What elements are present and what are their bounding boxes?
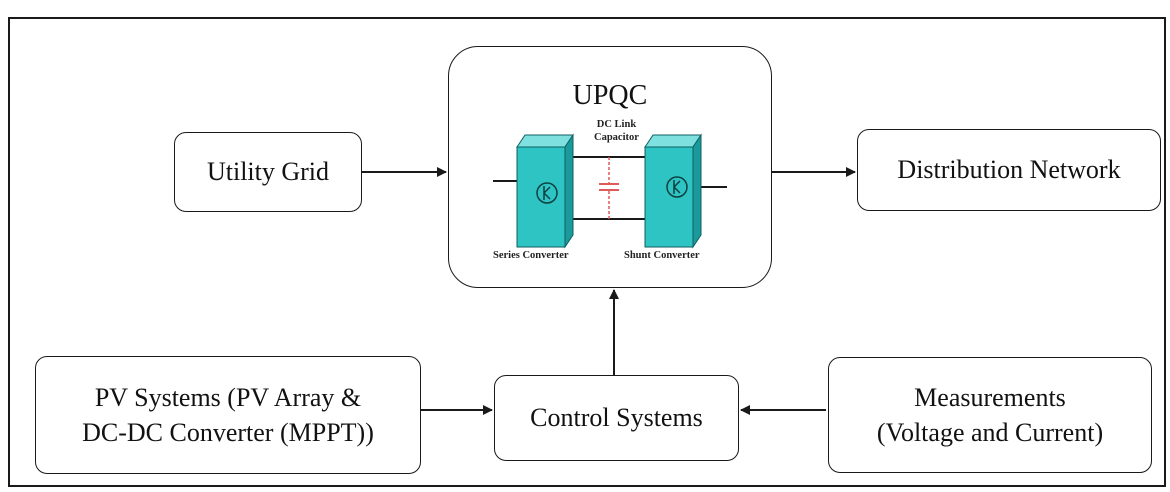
pv-systems-block: PV Systems (PV Array & DC-DC Converter (…	[35, 356, 421, 474]
control-systems-block: Control Systems	[494, 375, 739, 461]
shunt-converter-icon	[644, 133, 702, 249]
pv-systems-label-line1: PV Systems (PV Array &	[94, 382, 362, 412]
control-systems-label: Control Systems	[530, 403, 703, 433]
measurements-label-line2: (Voltage and Current)	[876, 418, 1104, 447]
dc-link-label: DC Link Capacitor	[594, 118, 639, 144]
diagram-frame	[8, 17, 1166, 487]
pv-systems-label-line2: DC-DC Converter (MPPT))	[82, 418, 374, 447]
dc-link-label-line1: DC Link	[596, 119, 637, 130]
upqc-converters-graphic	[493, 133, 727, 249]
upqc-title: UPQC	[572, 80, 648, 111]
series-converter-icon	[516, 133, 574, 249]
distribution-network-block: Distribution Network	[857, 129, 1161, 211]
measurements-label-line1: Measurements	[914, 382, 1066, 412]
distribution-network-label: Distribution Network	[897, 155, 1121, 185]
dc-link-label-line2: Capacitor	[594, 132, 639, 144]
utility-grid-label: Utility Grid	[206, 157, 330, 187]
utility-grid-block: Utility Grid	[174, 132, 362, 212]
measurements-block: Measurements (Voltage and Current)	[828, 357, 1152, 473]
switch-circle-icon	[666, 176, 688, 198]
upqc-block: UPQC DC Link Capacitor	[448, 46, 772, 288]
switch-circle-icon	[536, 182, 558, 204]
capacitor-icon	[599, 157, 619, 219]
series-converter-label: Series Converter	[493, 250, 569, 261]
shunt-converter-label: Shunt Converter	[624, 250, 700, 261]
